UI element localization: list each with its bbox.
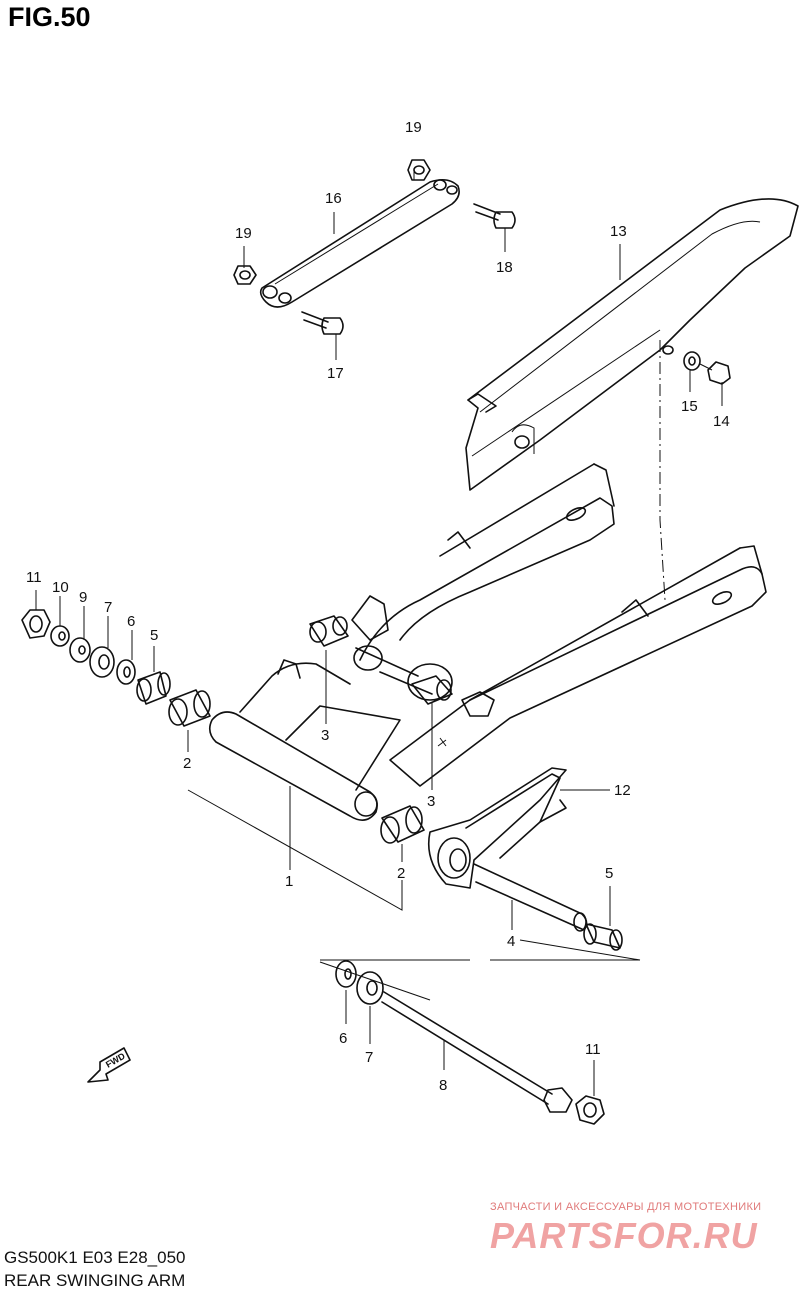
callout-12: 12 — [614, 782, 631, 799]
callout-14: 14 — [713, 413, 730, 430]
washer-9 — [69, 637, 91, 663]
diagram-code: GS500K1 E03 E28_050 — [4, 1248, 186, 1267]
seal-7-lower — [356, 971, 384, 1005]
callout-15: 15 — [681, 398, 698, 415]
callout-2-upper: 2 — [183, 755, 191, 772]
chain-buffer — [427, 767, 567, 889]
leader-lines — [35, 168, 723, 1096]
callout-11-left: 11 — [26, 569, 42, 586]
washer-6-lower — [335, 960, 357, 988]
callout-1: 1 — [285, 873, 293, 890]
callout-6-left: 6 — [127, 613, 135, 630]
callout-numbers: 19 16 19 18 17 13 15 14 11 10 9 7 6 5 2 … — [26, 119, 730, 1094]
watermark-logo: PARTSFOR.RU — [490, 1215, 758, 1256]
callout-5-left: 5 — [150, 627, 158, 644]
swing-arm — [208, 463, 767, 821]
collar-4 — [473, 863, 588, 932]
callout-19-top: 19 — [405, 119, 422, 136]
callout-8: 8 — [439, 1077, 447, 1094]
bushing-2-upper — [168, 689, 211, 727]
spacer-5-left — [136, 671, 171, 705]
callout-2-lower: 2 — [397, 865, 405, 882]
fwd-label: FWD — [104, 1051, 127, 1070]
callout-17: 17 — [327, 365, 344, 382]
bolt-14 — [699, 361, 731, 385]
chain-case — [465, 198, 799, 491]
callout-5-right: 5 — [605, 865, 613, 882]
callout-7-left: 7 — [104, 599, 112, 616]
nut-19-top — [407, 159, 431, 181]
fwd-arrow-icon: FWD — [87, 1047, 131, 1083]
nut-19-left — [233, 265, 257, 285]
figure-title: FIG.50 — [8, 2, 91, 32]
bushing-3-upper — [309, 615, 349, 647]
nut-11-left — [21, 609, 51, 639]
callout-6-lower: 6 — [339, 1030, 347, 1047]
callout-9: 9 — [79, 589, 87, 606]
callout-16: 16 — [325, 190, 342, 207]
bolt-18 — [473, 203, 516, 229]
callout-3-upper: 3 — [321, 727, 329, 744]
seal-7-left — [89, 646, 115, 678]
callout-10: 10 — [52, 579, 69, 596]
washer-15 — [683, 351, 701, 371]
watermark-tagline: ЗАПЧАСТИ И АКСЕССУАРЫ ДЛЯ МОТОТЕХНИКИ — [490, 1201, 762, 1213]
diagram-name: REAR SWINGING ARM — [4, 1271, 186, 1290]
torque-rod — [259, 178, 460, 308]
callout-13: 13 — [610, 223, 627, 240]
callout-11-lower: 11 — [585, 1041, 601, 1058]
callout-18: 18 — [496, 259, 513, 276]
nut-11-lower — [575, 1095, 605, 1125]
pivot-axle-8 — [381, 991, 573, 1113]
bushing-3-lower — [411, 675, 453, 705]
spacer-5-right — [583, 923, 623, 951]
bolt-17 — [301, 311, 344, 335]
callout-3-lower: 3 — [427, 793, 435, 810]
washer-10 — [50, 625, 70, 647]
callout-7-lower: 7 — [365, 1049, 373, 1066]
callout-4: 4 — [507, 933, 515, 950]
washer-6-left — [116, 659, 136, 685]
bushing-2-lower — [380, 805, 425, 844]
callout-19-left: 19 — [235, 225, 252, 242]
